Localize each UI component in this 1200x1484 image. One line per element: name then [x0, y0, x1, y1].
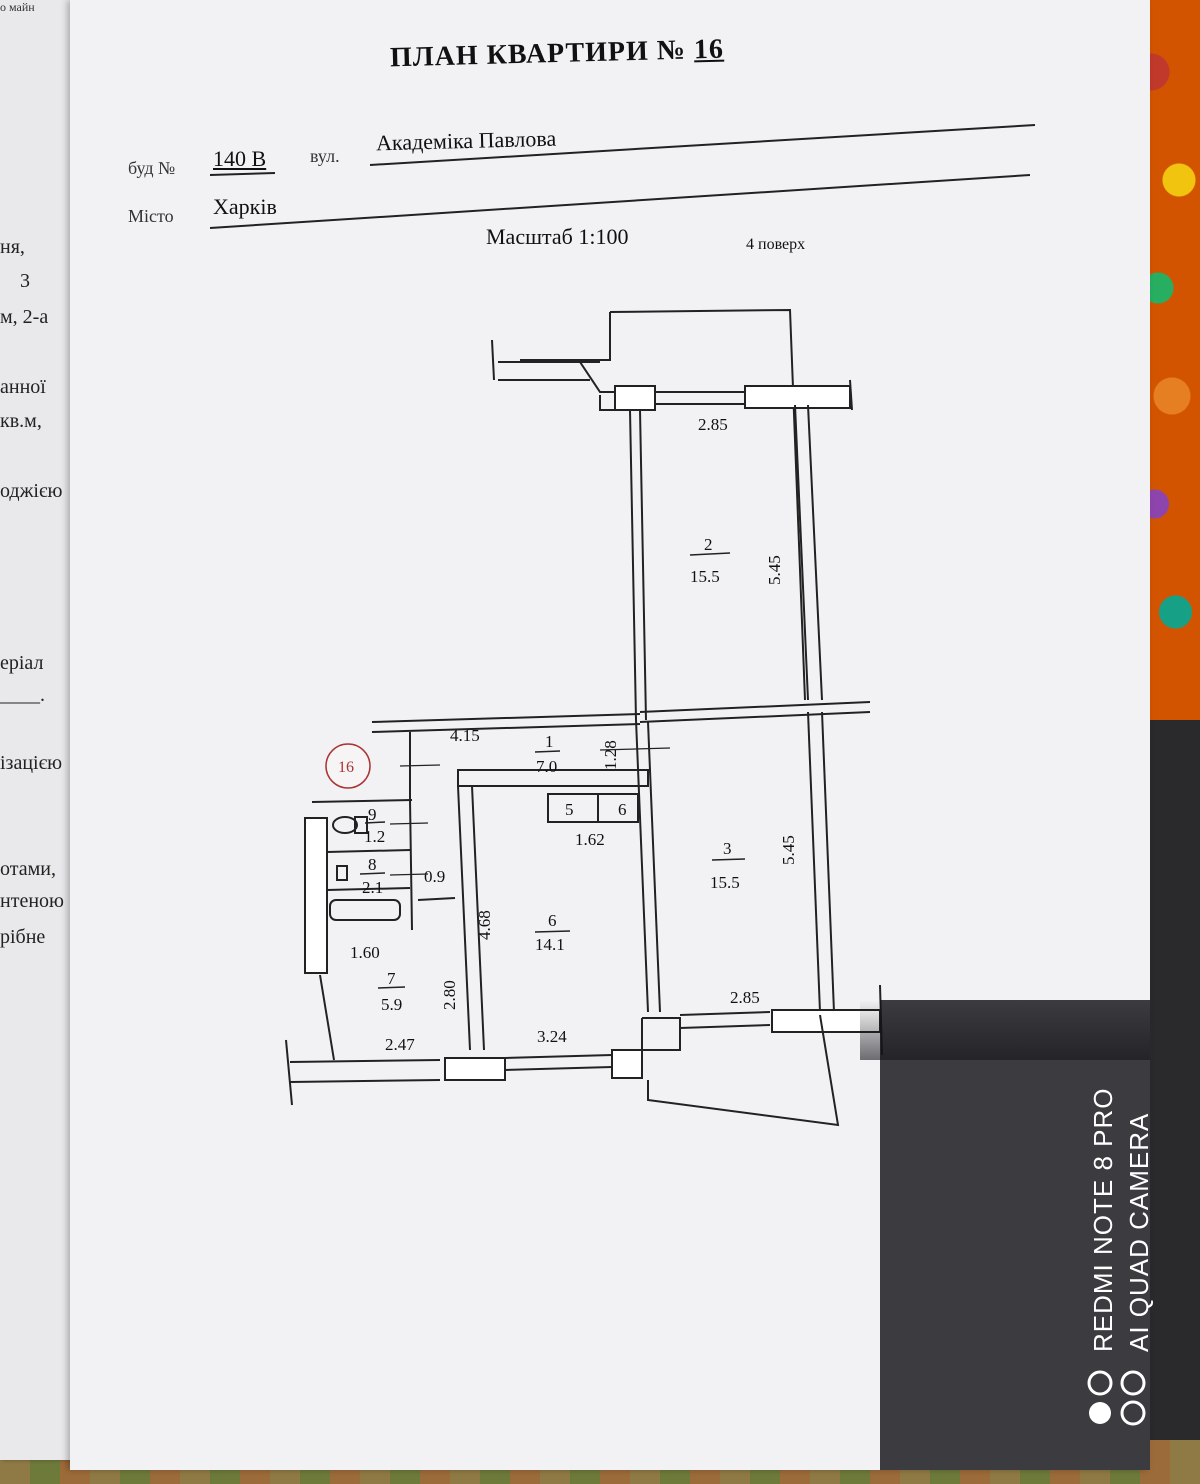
room-area: 2.1: [362, 878, 383, 897]
left-line: анної: [0, 376, 46, 398]
left-line: отами,: [0, 858, 56, 880]
building-value: 140 В: [213, 146, 267, 171]
dimension-label: 2.47: [385, 1035, 415, 1054]
dimension-label: 1.60: [350, 943, 380, 962]
dimension-label: 0.9: [424, 867, 445, 886]
dimension-label: 5.45: [765, 555, 784, 585]
left-line: нтеною: [0, 890, 64, 912]
left-page-corner: о майн: [0, 0, 35, 14]
apartment-marker: 16: [338, 759, 354, 776]
room-area: 15.5: [710, 873, 740, 892]
balcony-outline: [609, 308, 806, 701]
left-line: м, 2-а: [0, 306, 49, 328]
room-number: 1: [545, 732, 554, 751]
dimension-label: 2.80: [440, 980, 459, 1010]
room-area: 14.1: [535, 935, 565, 954]
dimension-label: 5.45: [779, 835, 798, 865]
dimension-label: 3.24: [537, 1027, 567, 1046]
city-value: Харків: [213, 194, 277, 219]
room-area: 7.0: [536, 757, 557, 776]
room-number: 6: [548, 911, 557, 930]
watermark-line1: REDMI NOTE 8 PRO: [1088, 1087, 1118, 1352]
room-number: 7: [387, 969, 396, 988]
left-line: рібне: [0, 926, 46, 948]
room-area: 5.9: [381, 995, 402, 1014]
dimension-label: 1.62: [575, 830, 605, 849]
dimension-label: 2.85: [698, 415, 728, 434]
apartment-marker-circle: [325, 743, 371, 789]
room-area: 15.5: [690, 567, 720, 586]
left-line: оджією: [0, 480, 63, 502]
street-label: вул.: [310, 146, 340, 166]
dimension-label: 4.68: [475, 910, 494, 940]
building-underline: [209, 172, 276, 176]
shadow-gradient: [860, 1000, 1150, 1060]
left-line: ізацією: [0, 752, 63, 774]
balcony-top-wall: [520, 312, 611, 361]
room-number: 8: [368, 855, 377, 874]
watermark-line2: AI QUAD CAMERA: [1124, 1112, 1154, 1352]
dimension-label: 1.28: [601, 740, 620, 770]
city-label: Місто: [128, 206, 174, 226]
left-line: ____.: [0, 684, 45, 706]
scale-label: Масштаб 1:100: [486, 224, 629, 249]
room-number: 9: [368, 805, 377, 824]
camera-logo-icon: [1087, 1370, 1146, 1426]
left-line: еріал: [0, 652, 44, 674]
room-number: 3: [723, 839, 732, 858]
street-underline: [369, 124, 1036, 166]
room-area: 1.2: [364, 827, 385, 846]
left-line: кв.м,: [0, 410, 42, 432]
dimension-label: 4.15: [450, 726, 480, 745]
dimension-label: 2.85: [730, 988, 760, 1007]
room-number: 5: [565, 800, 574, 819]
floor-label: 4 поверх: [746, 236, 806, 253]
building-label: буд №: [128, 158, 176, 178]
left-line: ня,: [0, 236, 25, 258]
city-underline: [209, 174, 1031, 229]
left-line: 3: [20, 270, 30, 292]
room-number: 2: [704, 535, 713, 554]
room-number: 6: [618, 800, 627, 819]
